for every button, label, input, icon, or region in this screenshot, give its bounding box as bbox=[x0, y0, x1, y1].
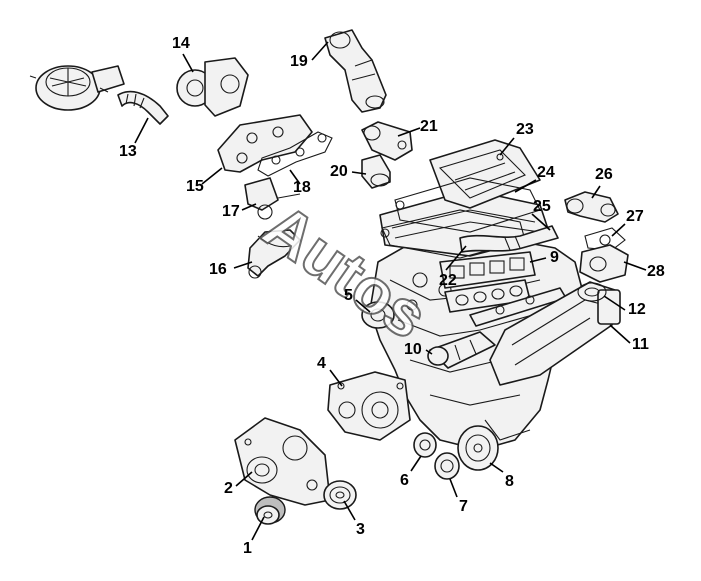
crankshaft-gear bbox=[457, 425, 499, 471]
exhaust-manifold bbox=[217, 114, 313, 173]
leader-line-13 bbox=[134, 117, 149, 144]
thermostat-gasket bbox=[584, 227, 626, 251]
leader-line-16 bbox=[233, 261, 253, 269]
breather-hose bbox=[459, 225, 559, 253]
callout-14-turbocharger: 14 bbox=[172, 35, 190, 52]
callout-1-pulley: 1 bbox=[243, 540, 252, 557]
callout-28-thermostat: 28 bbox=[647, 263, 665, 280]
leader-line-2 bbox=[235, 471, 253, 487]
timing-cover bbox=[234, 417, 331, 506]
callout-18-exhaust-gasket: 18 bbox=[293, 179, 311, 196]
callout-17-egr-valve: 17 bbox=[222, 203, 240, 220]
leader-line-8 bbox=[489, 462, 504, 473]
fuel-filter bbox=[361, 154, 391, 189]
callout-19-catalytic-converter: 19 bbox=[290, 53, 308, 70]
gasket-12 bbox=[577, 282, 607, 302]
callout-11-intake-manifold: 11 bbox=[632, 336, 649, 353]
camshaft-sprocket bbox=[361, 301, 395, 329]
leader-line-19 bbox=[311, 41, 329, 61]
intake-manifold bbox=[489, 281, 621, 386]
valve-cover bbox=[429, 139, 541, 209]
callout-23-valve-cover: 23 bbox=[516, 121, 534, 138]
coupling bbox=[427, 331, 496, 369]
leader-line-12 bbox=[603, 295, 626, 311]
leader-line-26 bbox=[591, 185, 601, 199]
leader-line-28 bbox=[623, 261, 647, 271]
pulley-1 bbox=[254, 496, 286, 525]
callout-15-exhaust-manifold: 15 bbox=[186, 178, 204, 195]
callout-25-breather-hose: 25 bbox=[533, 198, 551, 215]
leader-line-21 bbox=[397, 127, 421, 137]
thermostat-housing bbox=[361, 121, 413, 161]
leader-line-18 bbox=[289, 169, 301, 185]
callout-21-thermostat-housing: 21 bbox=[420, 118, 438, 135]
callout-5-camshaft-sprocket: 5 bbox=[344, 287, 353, 304]
leader-line-22 bbox=[445, 245, 467, 271]
leader-line-10 bbox=[425, 349, 433, 355]
air-filter-housing bbox=[29, 65, 125, 111]
leader-line-9 bbox=[529, 257, 547, 263]
leader-line-3 bbox=[343, 500, 356, 521]
leader-line-1 bbox=[251, 516, 265, 541]
leader-line-14 bbox=[182, 53, 194, 73]
callout-13-intake-hose: 13 bbox=[119, 143, 137, 160]
callout-27-thermostat-gasket: 27 bbox=[626, 208, 644, 225]
leader-line-27 bbox=[611, 223, 626, 237]
callout-9-intake-gasket: 9 bbox=[550, 249, 559, 266]
callout-2-timing-cover: 2 bbox=[224, 480, 233, 497]
pulley-3 bbox=[323, 480, 357, 510]
coolant-outlet bbox=[564, 191, 619, 223]
leader-line-25 bbox=[531, 213, 551, 231]
callout-3-pulley: 3 bbox=[356, 521, 365, 538]
egr-valve bbox=[244, 177, 301, 220]
callout-10-coupling: 10 bbox=[404, 341, 422, 358]
callout-6-timing-gear: 6 bbox=[400, 472, 409, 489]
callout-4-oil-pump: 4 bbox=[317, 355, 326, 372]
leader-line-24 bbox=[514, 179, 537, 193]
intake-gasket bbox=[439, 251, 536, 313]
exhaust-gasket bbox=[257, 131, 333, 177]
timing-gear-7 bbox=[434, 452, 460, 480]
leader-line-7 bbox=[449, 478, 458, 498]
callout-12-gasket: 12 bbox=[628, 301, 646, 318]
callout-22-valve-cover-gasket: 22 bbox=[439, 272, 457, 289]
callout-7-timing-gear: 7 bbox=[459, 498, 468, 515]
timing-gear-6 bbox=[413, 432, 437, 458]
callout-8-crankshaft-gear: 8 bbox=[505, 473, 514, 490]
callout-26-coolant-outlet: 26 bbox=[595, 166, 613, 183]
egr-pipe bbox=[247, 229, 301, 279]
leader-line-4 bbox=[329, 369, 343, 387]
callout-24-cover-gasket: 24 bbox=[537, 164, 555, 181]
catalytic-converter bbox=[324, 29, 387, 113]
leader-line-23 bbox=[499, 137, 515, 156]
intake-hose bbox=[117, 90, 169, 125]
leader-line-20 bbox=[351, 171, 367, 175]
leader-line-17 bbox=[241, 203, 257, 211]
turbocharger bbox=[176, 57, 249, 117]
leader-line-15 bbox=[201, 167, 223, 185]
leader-line-11 bbox=[609, 324, 631, 344]
thermostat bbox=[579, 244, 629, 283]
oil-pump bbox=[327, 371, 411, 441]
callout-16-egr-pipe: 16 bbox=[209, 261, 227, 278]
leader-line-5 bbox=[355, 299, 371, 313]
callout-20-fuel-filter: 20 bbox=[330, 163, 348, 180]
leader-line-6 bbox=[410, 455, 422, 472]
